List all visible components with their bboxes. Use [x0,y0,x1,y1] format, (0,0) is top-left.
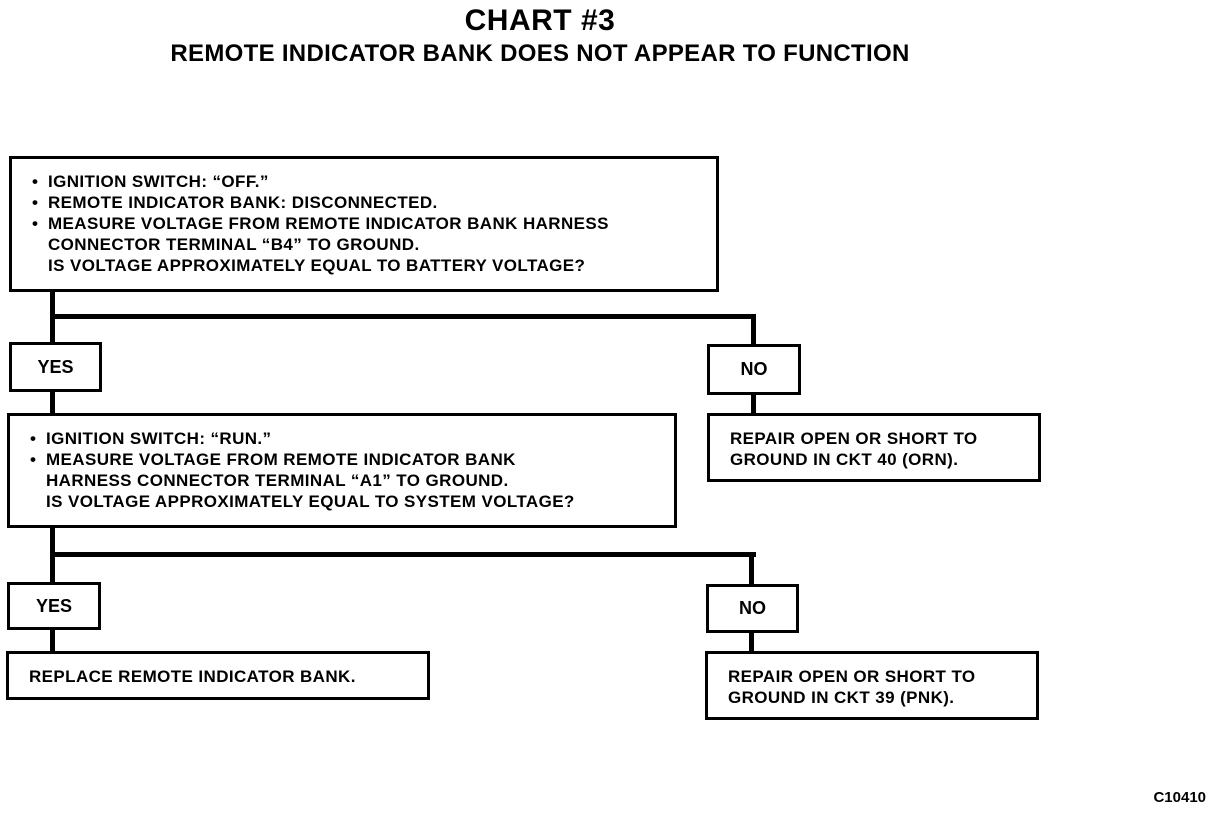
step1-box: •IGNITION SWITCH: “OFF.” •REMOTE INDICAT… [9,156,719,292]
step1-no-result-box: REPAIR OPEN OR SHORT TO GROUND IN CKT 40… [707,413,1041,482]
step1-line: CONNECTOR TERMINAL “B4” TO GROUND. [48,235,420,254]
connector [749,631,754,653]
connector [751,314,756,344]
step1-line: •IGNITION SWITCH: “OFF.” [32,172,269,191]
connector [749,552,754,584]
chart-subtitle: REMOTE INDICATOR BANK DOES NOT APPEAR TO… [170,40,910,67]
connector [50,628,55,652]
chart-title: CHART #3 [464,4,616,37]
step2-line: IS VOLTAGE APPROXIMATELY EQUAL TO SYSTEM… [46,492,575,511]
step2-no-label: NO [706,584,799,633]
step2-no-result-box: REPAIR OPEN OR SHORT TO GROUND IN CKT 39… [705,651,1039,720]
figure-code: C10410 [1153,789,1206,806]
step1-line: IS VOLTAGE APPROXIMATELY EQUAL TO BATTER… [48,256,586,275]
step2-yes-label: YES [7,582,101,630]
connector [751,393,756,415]
step2-line: HARNESS CONNECTOR TERMINAL “A1” TO GROUN… [46,471,509,490]
result-line: REPAIR OPEN OR SHORT TO [730,429,978,448]
connector [50,314,756,319]
result-line: GROUND IN CKT 40 (ORN). [730,450,959,469]
step2-line: •MEASURE VOLTAGE FROM REMOTE INDICATOR B… [30,450,516,469]
result-line: REPAIR OPEN OR SHORT TO [728,667,976,686]
connector [50,390,55,416]
step2-yes-result-box: REPLACE REMOTE INDICATOR BANK. [6,651,430,700]
step1-line: •REMOTE INDICATOR BANK: DISCONNECTED. [32,193,438,212]
step1-line: •MEASURE VOLTAGE FROM REMOTE INDICATOR B… [32,214,609,233]
result-line: REPLACE REMOTE INDICATOR BANK. [29,667,356,686]
step2-box: •IGNITION SWITCH: “RUN.” •MEASURE VOLTAG… [7,413,677,528]
step1-yes-label: YES [9,342,102,392]
step1-no-label: NO [707,344,801,395]
step2-line: •IGNITION SWITCH: “RUN.” [30,429,272,448]
result-line: GROUND IN CKT 39 (PNK). [728,688,955,707]
connector [50,552,756,557]
